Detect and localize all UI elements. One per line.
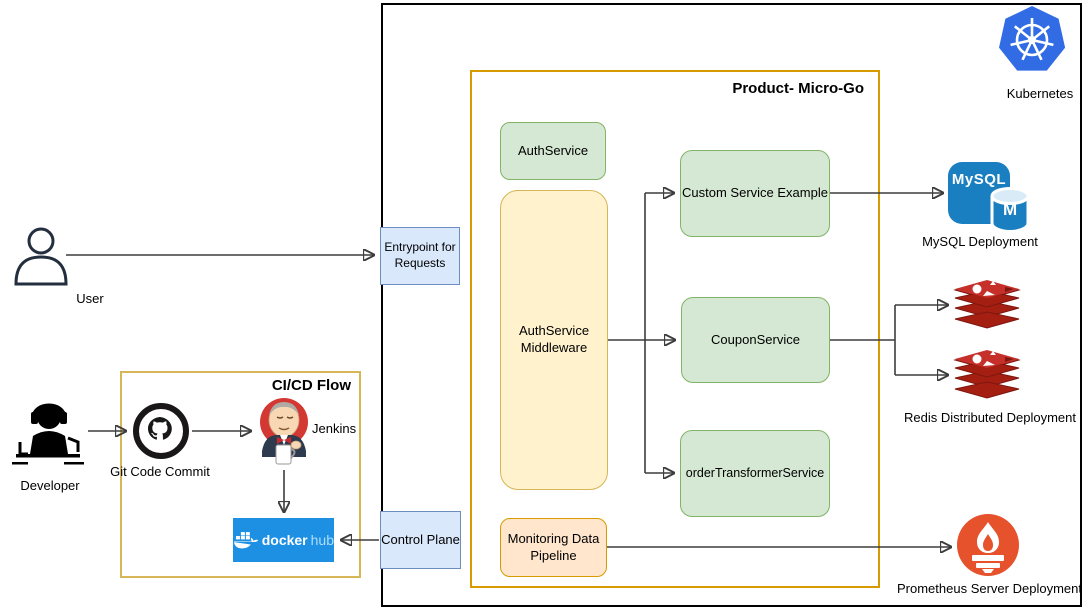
monitoring-pipeline-label: Monitoring Data Pipeline (507, 530, 600, 563)
prometheus-icon (957, 514, 1019, 576)
jenkins-icon (256, 393, 312, 467)
kubernetes-label: Kubernetes (1006, 86, 1074, 101)
redis-icon-2 (953, 349, 1021, 401)
kubernetes-icon (999, 4, 1067, 76)
mysql-logo-text: MySQL (951, 171, 1007, 188)
order-transformer-node: orderTransformerService (680, 430, 830, 517)
control-plane-label: Control Plane (381, 531, 460, 547)
custom-service-label: Custom Service Example (682, 185, 828, 201)
jenkins-label: Jenkins (312, 421, 357, 436)
user-label: User (76, 291, 104, 306)
docker-whale-icon (233, 532, 259, 549)
entrypoint-node: Entrypoint for Requests (380, 227, 460, 285)
mysql-cylinder-icon (990, 187, 1030, 233)
dockerhub-hub-text: hub (310, 532, 334, 548)
coupon-service-node: CouponService (681, 297, 830, 383)
redis-deployment-label: Redis Distributed Deployment (904, 410, 1076, 425)
developer-icon (10, 392, 90, 474)
user-icon (12, 226, 70, 288)
mysql-icon: MySQL M (948, 162, 1034, 236)
git-commit-label: Git Code Commit (110, 464, 210, 479)
cicd-flow-frame: CI/CD Flow (120, 371, 361, 578)
auth-middleware-label: AuthService Middleware (518, 323, 590, 355)
custom-service-node: Custom Service Example (680, 150, 830, 237)
entrypoint-label: Entrypoint for Requests (384, 240, 456, 270)
cicd-title: CI/CD Flow (271, 377, 351, 394)
order-transformer-label: orderTransformerService (685, 466, 825, 481)
product-title: Product- Micro-Go (732, 80, 864, 97)
kubernetes-cluster-frame (381, 3, 1082, 607)
auth-service-node: AuthService (500, 122, 606, 180)
github-icon (132, 402, 190, 460)
dockerhub-docker-text: docker (261, 532, 308, 548)
auth-middleware-node: AuthService Middleware (500, 190, 608, 490)
auth-service-label: AuthService (517, 142, 589, 158)
prometheus-deployment-label: Prometheus Server Deployment (897, 581, 1082, 596)
monitoring-pipeline-node: Monitoring Data Pipeline (500, 518, 607, 577)
mysql-m-text: M (1003, 200, 1018, 219)
mysql-deployment-label: MySQL Deployment (922, 234, 1038, 249)
control-plane-node: Control Plane (380, 511, 461, 569)
redis-icon-1 (953, 279, 1021, 331)
developer-label: Developer (20, 478, 80, 493)
coupon-service-label: CouponService (711, 331, 800, 347)
